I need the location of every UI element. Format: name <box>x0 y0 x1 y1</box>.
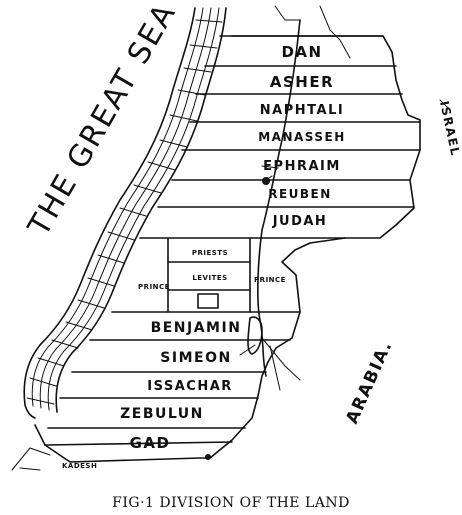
region-arabia: ARABIA. <box>342 337 397 427</box>
tribe-naphtali: NAPHTALI <box>260 103 344 118</box>
tribe-judah: JUDAH <box>272 214 328 229</box>
prince-west-label: PRINCE <box>138 283 170 291</box>
tribe-reuben: REUBEN <box>268 187 332 201</box>
tribe-zebulun: ZEBULUN <box>120 406 204 422</box>
priests-label: PRIESTS <box>192 249 228 257</box>
tribe-gad: GAD <box>130 434 171 452</box>
figure-caption: FIG·1 DIVISION OF THE LAND <box>112 495 350 511</box>
tribal-boundaries <box>11 5 451 471</box>
prince-east-label: PRINCE <box>254 276 286 284</box>
region-israel: ISRAEL <box>437 100 462 158</box>
tribe-simeon: SIMEON <box>160 350 231 366</box>
tribe-benjamin: BENJAMIN <box>151 320 242 336</box>
coastline <box>23 7 227 419</box>
levites-label: LEVITES <box>192 274 227 282</box>
tribe-ephraim: EPHRAIM <box>263 159 341 174</box>
place-kadesh: KADESH <box>62 462 97 470</box>
tribe-asher: ASHER <box>270 73 334 91</box>
tribe-dan: DAN <box>281 43 322 61</box>
tribe-issachar: ISSACHAR <box>147 379 233 394</box>
tribe-manasseh: MANASSEH <box>258 130 346 144</box>
